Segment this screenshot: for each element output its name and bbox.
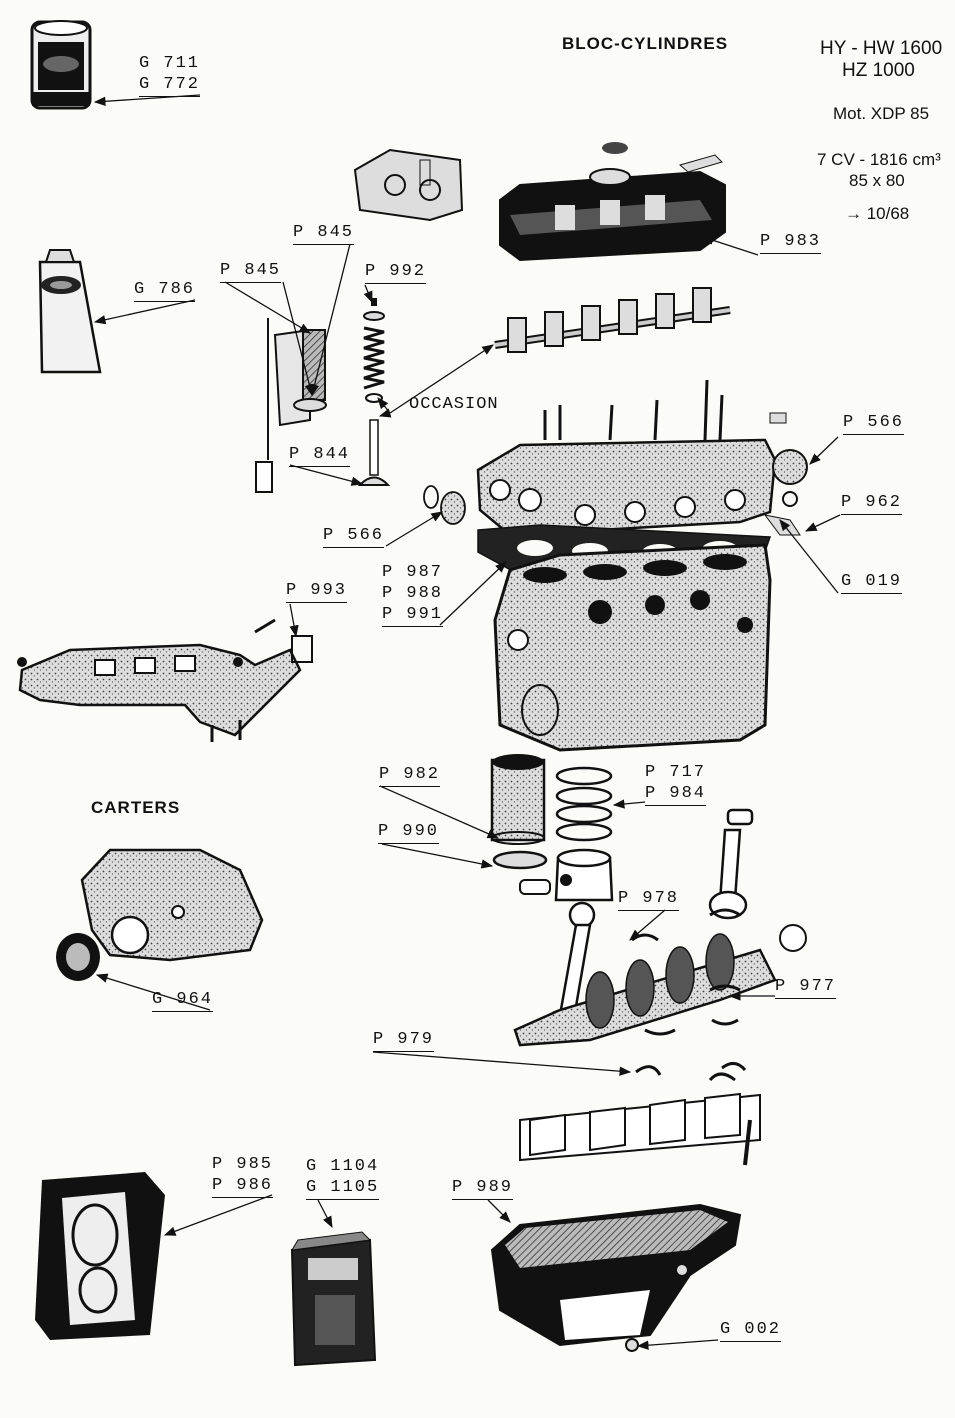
part-label-g1105: G 1105: [306, 1178, 380, 1200]
part-label-p990: P 990: [378, 822, 440, 844]
part-label-p982: P 982: [379, 765, 441, 787]
spec-power: 7 CV - 1816 cm³: [817, 150, 941, 169]
spec-date: → 10/68: [845, 204, 910, 223]
thermostat-illustration: [772, 449, 808, 485]
part-label-p962: P 962: [841, 493, 903, 515]
part-label-p845-top: P 845: [293, 223, 355, 245]
engine-block-illustration: [493, 543, 772, 752]
part-label-g964: G 964: [152, 990, 214, 1012]
cylinder-head-small-illustration: [353, 148, 464, 222]
rocker-cover-illustration: [499, 142, 726, 262]
page-title: BLOC-CYLINDRES: [562, 34, 729, 53]
part-label-p988: P 988: [382, 584, 444, 603]
part-label-p987: P 987: [382, 563, 444, 582]
part-label-p991: P 991: [382, 605, 444, 627]
thermostat-gasket-illustration: [440, 491, 466, 525]
part-label-p845-left: P 845: [220, 261, 282, 283]
part-label-g002: G 002: [720, 1320, 782, 1342]
part-label-p986: P 986: [212, 1176, 274, 1198]
liner-seal-illustration: [492, 850, 548, 870]
model-line-2: HZ 1000: [842, 60, 915, 81]
main-bearing-caps-illustration: [519, 1092, 761, 1166]
piston-illustration: [519, 848, 614, 902]
oil-can-illustration: [290, 1231, 377, 1367]
oil-seal-illustration: [56, 933, 100, 981]
part-label-g1104: G 1104: [306, 1157, 380, 1176]
part-label-p984: P 984: [645, 784, 707, 806]
part-label-p985: P 985: [212, 1155, 274, 1174]
part-label-p979: P 979: [373, 1030, 435, 1052]
model-line-1: HY - HW 1600: [820, 38, 943, 59]
timing-cover-illustration: [80, 848, 264, 962]
crankshaft-illustration: [513, 924, 807, 1047]
motor-code: Mot. XDP 85: [833, 104, 930, 123]
part-label-p992: P 992: [365, 262, 427, 284]
part-label-p717: P 717: [645, 763, 707, 782]
spec-bore-stroke: 85 x 80: [849, 171, 905, 190]
bearing-shells-illustration: [631, 908, 741, 1036]
part-label-g019: G 019: [841, 572, 903, 594]
part-label-p566-right: P 566: [843, 413, 905, 435]
valve-and-spring-illustration: [357, 298, 391, 486]
part-label-g786: G 786: [134, 280, 196, 302]
sealant-tube-illustration: [38, 249, 102, 374]
exhaust-manifold-illustration: [17, 618, 313, 742]
gasket-set-package-illustration: [35, 1172, 165, 1340]
drain-plug-illustration: [763, 514, 801, 536]
part-label-p566-left: P 566: [323, 526, 385, 548]
part-label-p977: P 977: [775, 977, 837, 999]
cylinder-head-illustration: [476, 379, 777, 537]
part-label-p993: P 993: [286, 581, 348, 603]
part-label-p978: P 978: [618, 889, 680, 911]
part-label-p983: P 983: [760, 232, 822, 254]
oil-filter-cartridge-illustration: [30, 20, 92, 110]
sensor-illustration: [769, 412, 787, 424]
rocker-shaft-assembly-illustration: [494, 287, 731, 353]
part-label-occasion: OCCASION: [409, 395, 499, 414]
part-label-g711: G 711: [139, 54, 201, 73]
small-gasket-illustration: [423, 485, 439, 509]
cylinder-liner-illustration: [490, 754, 546, 845]
thrust-washers-illustration: [635, 1062, 747, 1082]
oil-sump-illustration: [490, 1203, 742, 1352]
part-label-p989: P 989: [452, 1178, 514, 1200]
connecting-rod-right-illustration: [708, 808, 754, 920]
part-label-g772: G 772: [139, 75, 201, 97]
section-title-carters: CARTERS: [91, 798, 181, 817]
piston-rings-illustration: [555, 766, 613, 842]
leader-lines: [93, 94, 841, 1350]
part-label-p844: P 844: [289, 445, 351, 467]
ring-seal-illustration: [782, 491, 798, 507]
